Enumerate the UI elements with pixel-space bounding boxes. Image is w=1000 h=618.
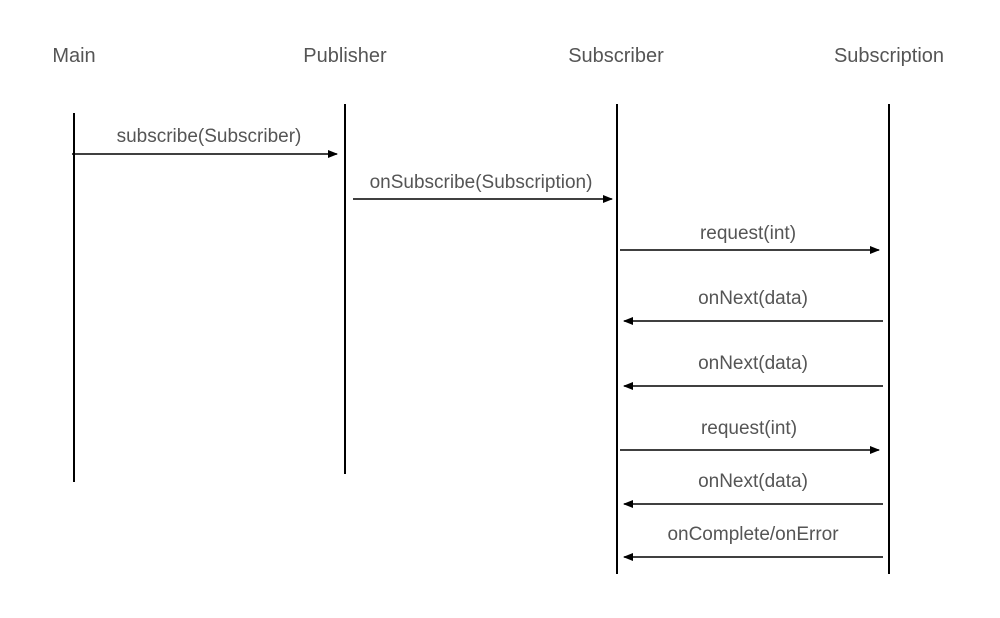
- message-label-request-2: request(int): [701, 418, 797, 439]
- message-label-onnext-2: onNext(data): [698, 353, 808, 374]
- message-label-onsubscribe: onSubscribe(Subscription): [370, 172, 593, 193]
- participant-main: Main: [52, 45, 95, 67]
- participant-subscription: Subscription: [834, 45, 944, 67]
- message-label-oncomplete: onComplete/onError: [667, 524, 839, 545]
- participant-publisher: Publisher: [303, 45, 387, 67]
- message-label-request-1: request(int): [700, 223, 796, 244]
- message-label-onnext-1: onNext(data): [698, 288, 808, 309]
- participant-subscriber: Subscriber: [568, 45, 664, 67]
- message-label-onnext-3: onNext(data): [698, 471, 808, 492]
- message-label-subscribe: subscribe(Subscriber): [117, 126, 302, 147]
